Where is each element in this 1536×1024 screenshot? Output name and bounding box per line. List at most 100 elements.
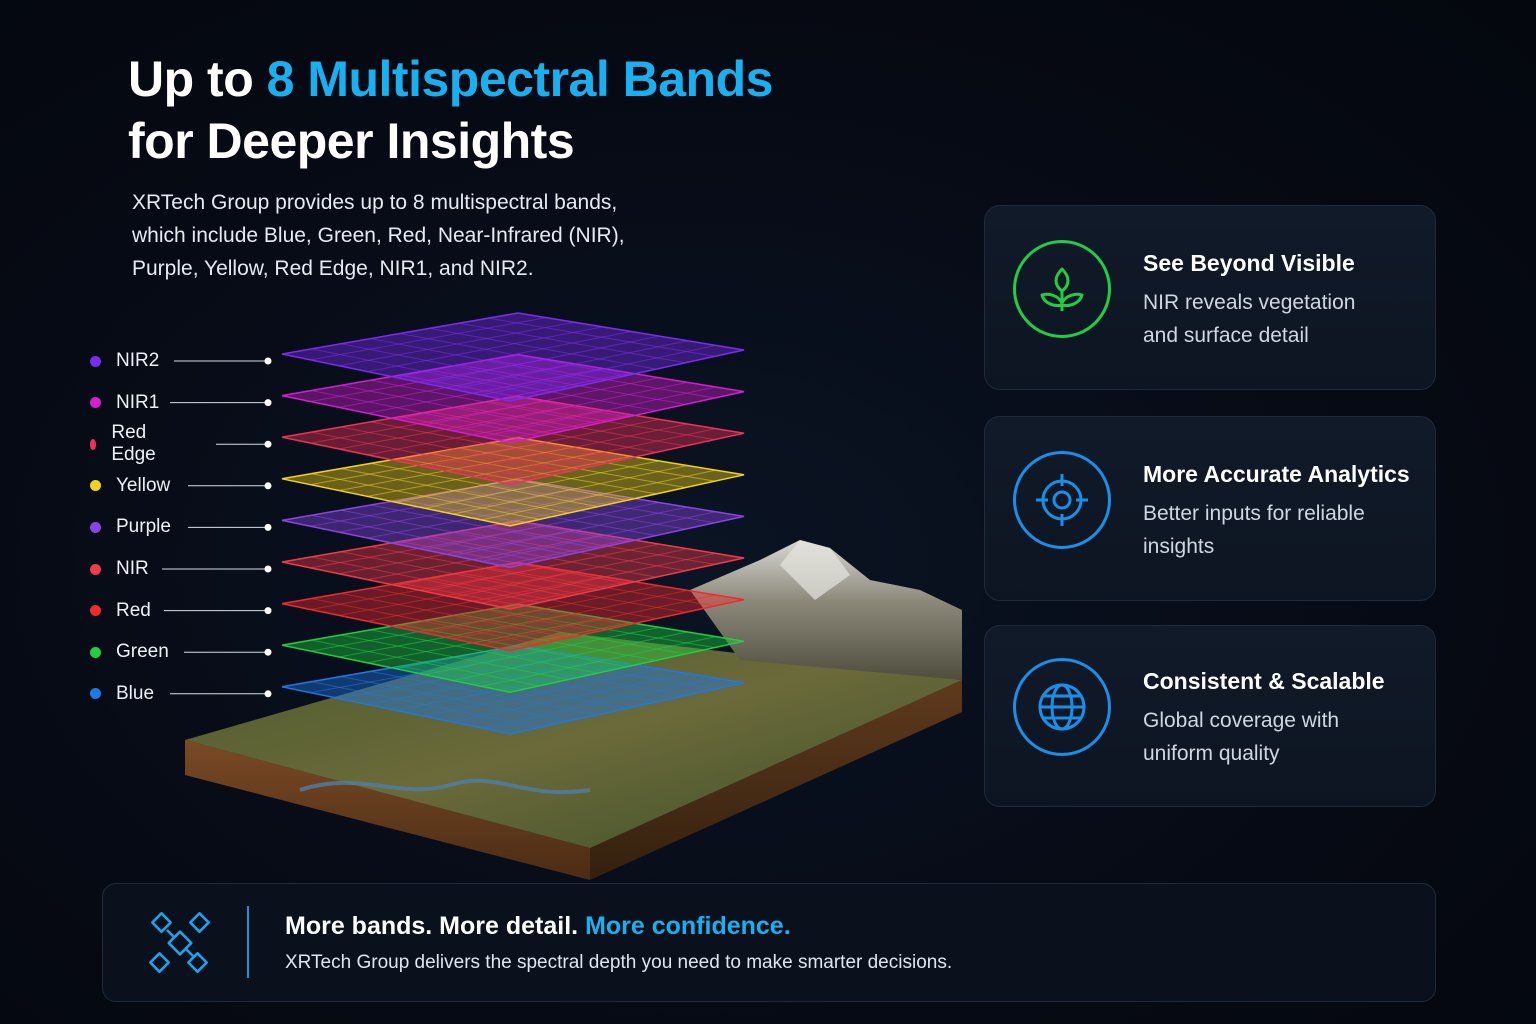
band-layer-plane (281, 561, 745, 652)
band-layer-gridline (458, 322, 686, 364)
globe-icon (1013, 658, 1111, 756)
band-connector-dot (264, 399, 272, 407)
band-name: Purple (116, 516, 171, 538)
band-connector-dot (264, 607, 272, 615)
band-color-dot (90, 563, 101, 575)
band-color-dot (90, 688, 101, 700)
band-layer-gridline (429, 619, 657, 661)
band-layer-gridline (424, 460, 660, 509)
band-layer-gridline (481, 594, 716, 646)
band-layer-gridline (452, 506, 688, 557)
soil-front-left (185, 740, 590, 880)
feature-body: Global coverage with uniform quality (1143, 704, 1413, 770)
band-layer-gridline (481, 344, 716, 396)
feature-body: Better inputs for reliable insights (1143, 497, 1413, 563)
feature-title: More Accurate Analytics (1143, 461, 1410, 487)
band-layer-gridline (488, 317, 715, 357)
band-layer-gridline (458, 489, 686, 530)
band-layer-gridline (452, 423, 688, 473)
band-layer-gridline (481, 469, 716, 521)
band-layer-surface (281, 603, 745, 693)
band-layer-gridline (458, 613, 686, 655)
feature-body-line-2: uniform quality (1143, 742, 1280, 765)
band-layer-gridline (424, 418, 660, 468)
sprout-icon (1013, 240, 1111, 338)
band-layer-gridline (458, 655, 686, 697)
target-icon (1013, 451, 1111, 549)
band-layer-gridline (395, 331, 632, 378)
band-label: Red (90, 600, 151, 622)
banner-head-plain: More bands. More detail. (285, 912, 586, 940)
band-name: NIR2 (116, 350, 160, 371)
band-layer-gridline (424, 502, 660, 551)
band-layer-surface (281, 312, 745, 402)
band-label: Blue (90, 683, 154, 705)
band-connectors (162, 357, 272, 698)
band-layer-gridline (488, 400, 715, 441)
band-name: Green (116, 641, 169, 663)
band-label: Green (90, 641, 169, 663)
band-name: Blue (116, 682, 155, 704)
terrain-block (185, 540, 962, 880)
satellite-icon (149, 912, 210, 973)
band-layer-gridline (429, 660, 657, 703)
band-layer-gridline (458, 572, 686, 613)
band-connector-dot (264, 648, 272, 656)
band-connector-dot (264, 357, 272, 365)
band-layer-gridline (452, 673, 688, 723)
band-layer-plane (281, 645, 745, 735)
band-name: Red Edge (111, 422, 156, 466)
band-layer-gridline (429, 494, 657, 537)
band-layer-gridline (424, 377, 660, 426)
band-layer-gridline (429, 452, 657, 495)
band-connector-dot (264, 565, 272, 573)
river (299, 778, 591, 795)
intro-text: XRTech Group provides up to 8 multispect… (132, 186, 692, 285)
band-layer-plane (281, 395, 745, 485)
band-layer-gridline (429, 369, 657, 412)
band-layer-surface (281, 353, 745, 444)
band-name: NIR (116, 558, 149, 579)
feature-body-line-2: insights (1143, 535, 1215, 558)
title-accent: 8 Multispectral Bands (266, 51, 774, 107)
band-color-dot (90, 646, 101, 658)
band-layer-surface (281, 645, 745, 735)
soil-front-right (590, 680, 962, 880)
band-layer-gridline (429, 327, 657, 370)
band-name: Red (116, 599, 151, 621)
band-layer-plane (281, 353, 745, 444)
band-layer-plane (281, 437, 745, 527)
band-label: NIR1 (90, 392, 159, 414)
banner-subtext: XRTech Group delivers the spectral depth… (285, 952, 953, 973)
feature-card-accurate-analytics: More Accurate Analytics Better inputs fo… (984, 416, 1436, 601)
band-layer-gridline (488, 608, 715, 649)
band-layer-surface (281, 478, 745, 569)
band-layer-gridline (481, 386, 716, 438)
band-layer-gridline (452, 589, 688, 640)
page-title: Up to 8 Multispectral Bands for Deeper I… (128, 48, 773, 172)
band-layer-gridline (429, 535, 657, 578)
intro-line-3: Purple, Yellow, Red Edge, NIR1, and NIR2… (132, 257, 534, 280)
band-connector-dot (264, 523, 272, 531)
feature-card-see-beyond: See Beyond Visible NIR reveals vegetatio… (984, 205, 1436, 390)
band-layer-gridline (488, 359, 715, 399)
band-layer-gridline (452, 631, 688, 681)
feature-body-line-1: NIR reveals vegetation (1143, 291, 1356, 314)
band-layer-surface (281, 561, 745, 652)
band-connector-dot (264, 440, 272, 448)
band-layer-gridline (424, 335, 660, 384)
band-connector-dot (264, 482, 272, 490)
band-label: Yellow (90, 475, 170, 497)
band-layer-gridline (458, 530, 686, 572)
band-name: Yellow (116, 474, 171, 496)
band-color-dot (90, 521, 101, 533)
band-layer-gridline (458, 447, 686, 489)
intro-line-1: XRTech Group provides up to 8 multispect… (132, 191, 618, 214)
band-layer-gridline (452, 548, 688, 598)
band-label: Purple (90, 516, 171, 538)
band-layer-gridline (481, 552, 716, 604)
band-layer-gridline (488, 650, 715, 690)
terrain-top (185, 632, 962, 848)
band-layer-plane (281, 478, 745, 569)
